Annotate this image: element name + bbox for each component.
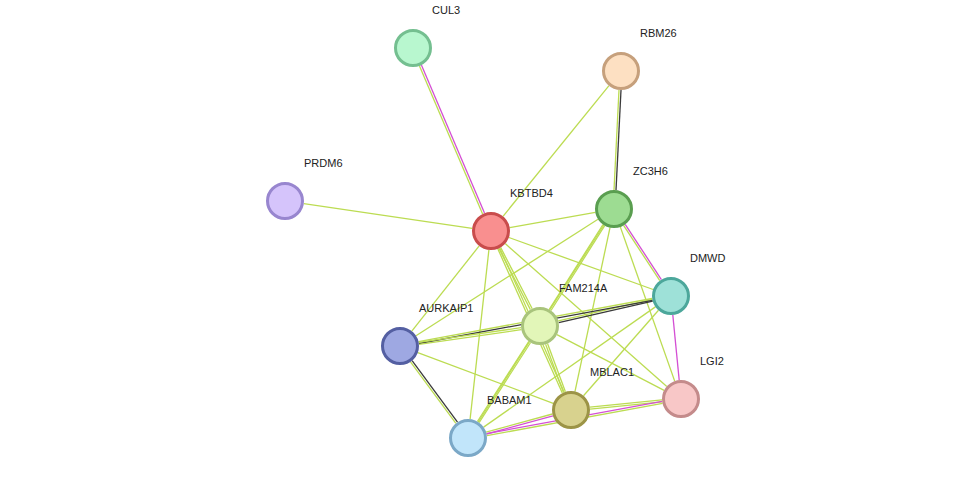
edge-stroke [559,301,653,323]
edge-stroke [412,361,457,422]
node-label: RBM26 [640,27,677,40]
edge-stroke [503,86,609,217]
edge-stroke [477,341,529,421]
interaction-edge [546,344,566,393]
edge-stroke [557,335,664,391]
edge-stroke [419,328,521,343]
edge-stroke [478,225,604,422]
interaction-edge [412,246,479,331]
edge-stroke [505,244,667,387]
node-label: KBTBD4 [510,187,553,200]
edge-stroke [419,330,521,345]
protein-node: PRDM6 [266,182,304,220]
protein-node: BABAM1 [449,419,487,457]
interaction-edge [477,341,530,422]
node-label: BABAM1 [487,394,532,407]
protein-node: MBLAC1 [552,391,590,429]
edge-stroke [420,66,483,214]
protein-node: DMWD [652,277,690,315]
edge-stroke [304,204,472,229]
edge-stroke [479,343,530,423]
node-label: LGI2 [700,355,724,368]
edge-stroke [421,65,484,213]
node-label: AURKAIP1 [419,302,473,315]
node-label: MBLAC1 [590,366,634,379]
interaction-edge [486,414,553,434]
edge-stroke [412,246,479,331]
interaction-edge [418,353,553,404]
protein-node: CUL3 [394,29,432,67]
protein-node: FAM214A [521,307,559,345]
interaction-edge [503,86,609,217]
edge-stroke [584,310,659,395]
edge-stroke [614,90,619,190]
edge-stroke [500,248,565,392]
interaction-edge [478,225,604,422]
node-label: ZC3H6 [633,165,668,178]
protein-node: KBTBD4 [472,212,510,250]
edge-stroke [625,224,661,279]
node-label: CUL3 [432,4,460,17]
edge-stroke [498,249,563,393]
interaction-edge [614,90,621,190]
edge-stroke [546,344,564,392]
interaction-edge [419,328,522,345]
edge-stroke [551,226,605,311]
edge-stroke [548,344,566,392]
interaction-edge [584,310,659,395]
interaction-edge [505,244,667,387]
edge-stroke [673,315,679,380]
protein-node: ZC3H6 [595,190,633,228]
interaction-edge [304,204,472,229]
node-label: PRDM6 [304,157,343,170]
edge-stroke [418,353,553,404]
interaction-edge [673,315,679,380]
interaction-edge [420,65,485,214]
node-label: DMWD [690,252,725,265]
protein-node: AURKAIP1 [381,327,419,365]
node-label: FAM214A [559,282,607,295]
interaction-edge [510,212,596,227]
interaction-edge [557,335,664,391]
protein-node: LGI2 [662,380,700,418]
interaction-edge [498,248,564,393]
edge-stroke [411,362,456,423]
edge-stroke [510,212,596,227]
protein-node: RBM26 [602,52,640,90]
interaction-edge [411,361,458,424]
